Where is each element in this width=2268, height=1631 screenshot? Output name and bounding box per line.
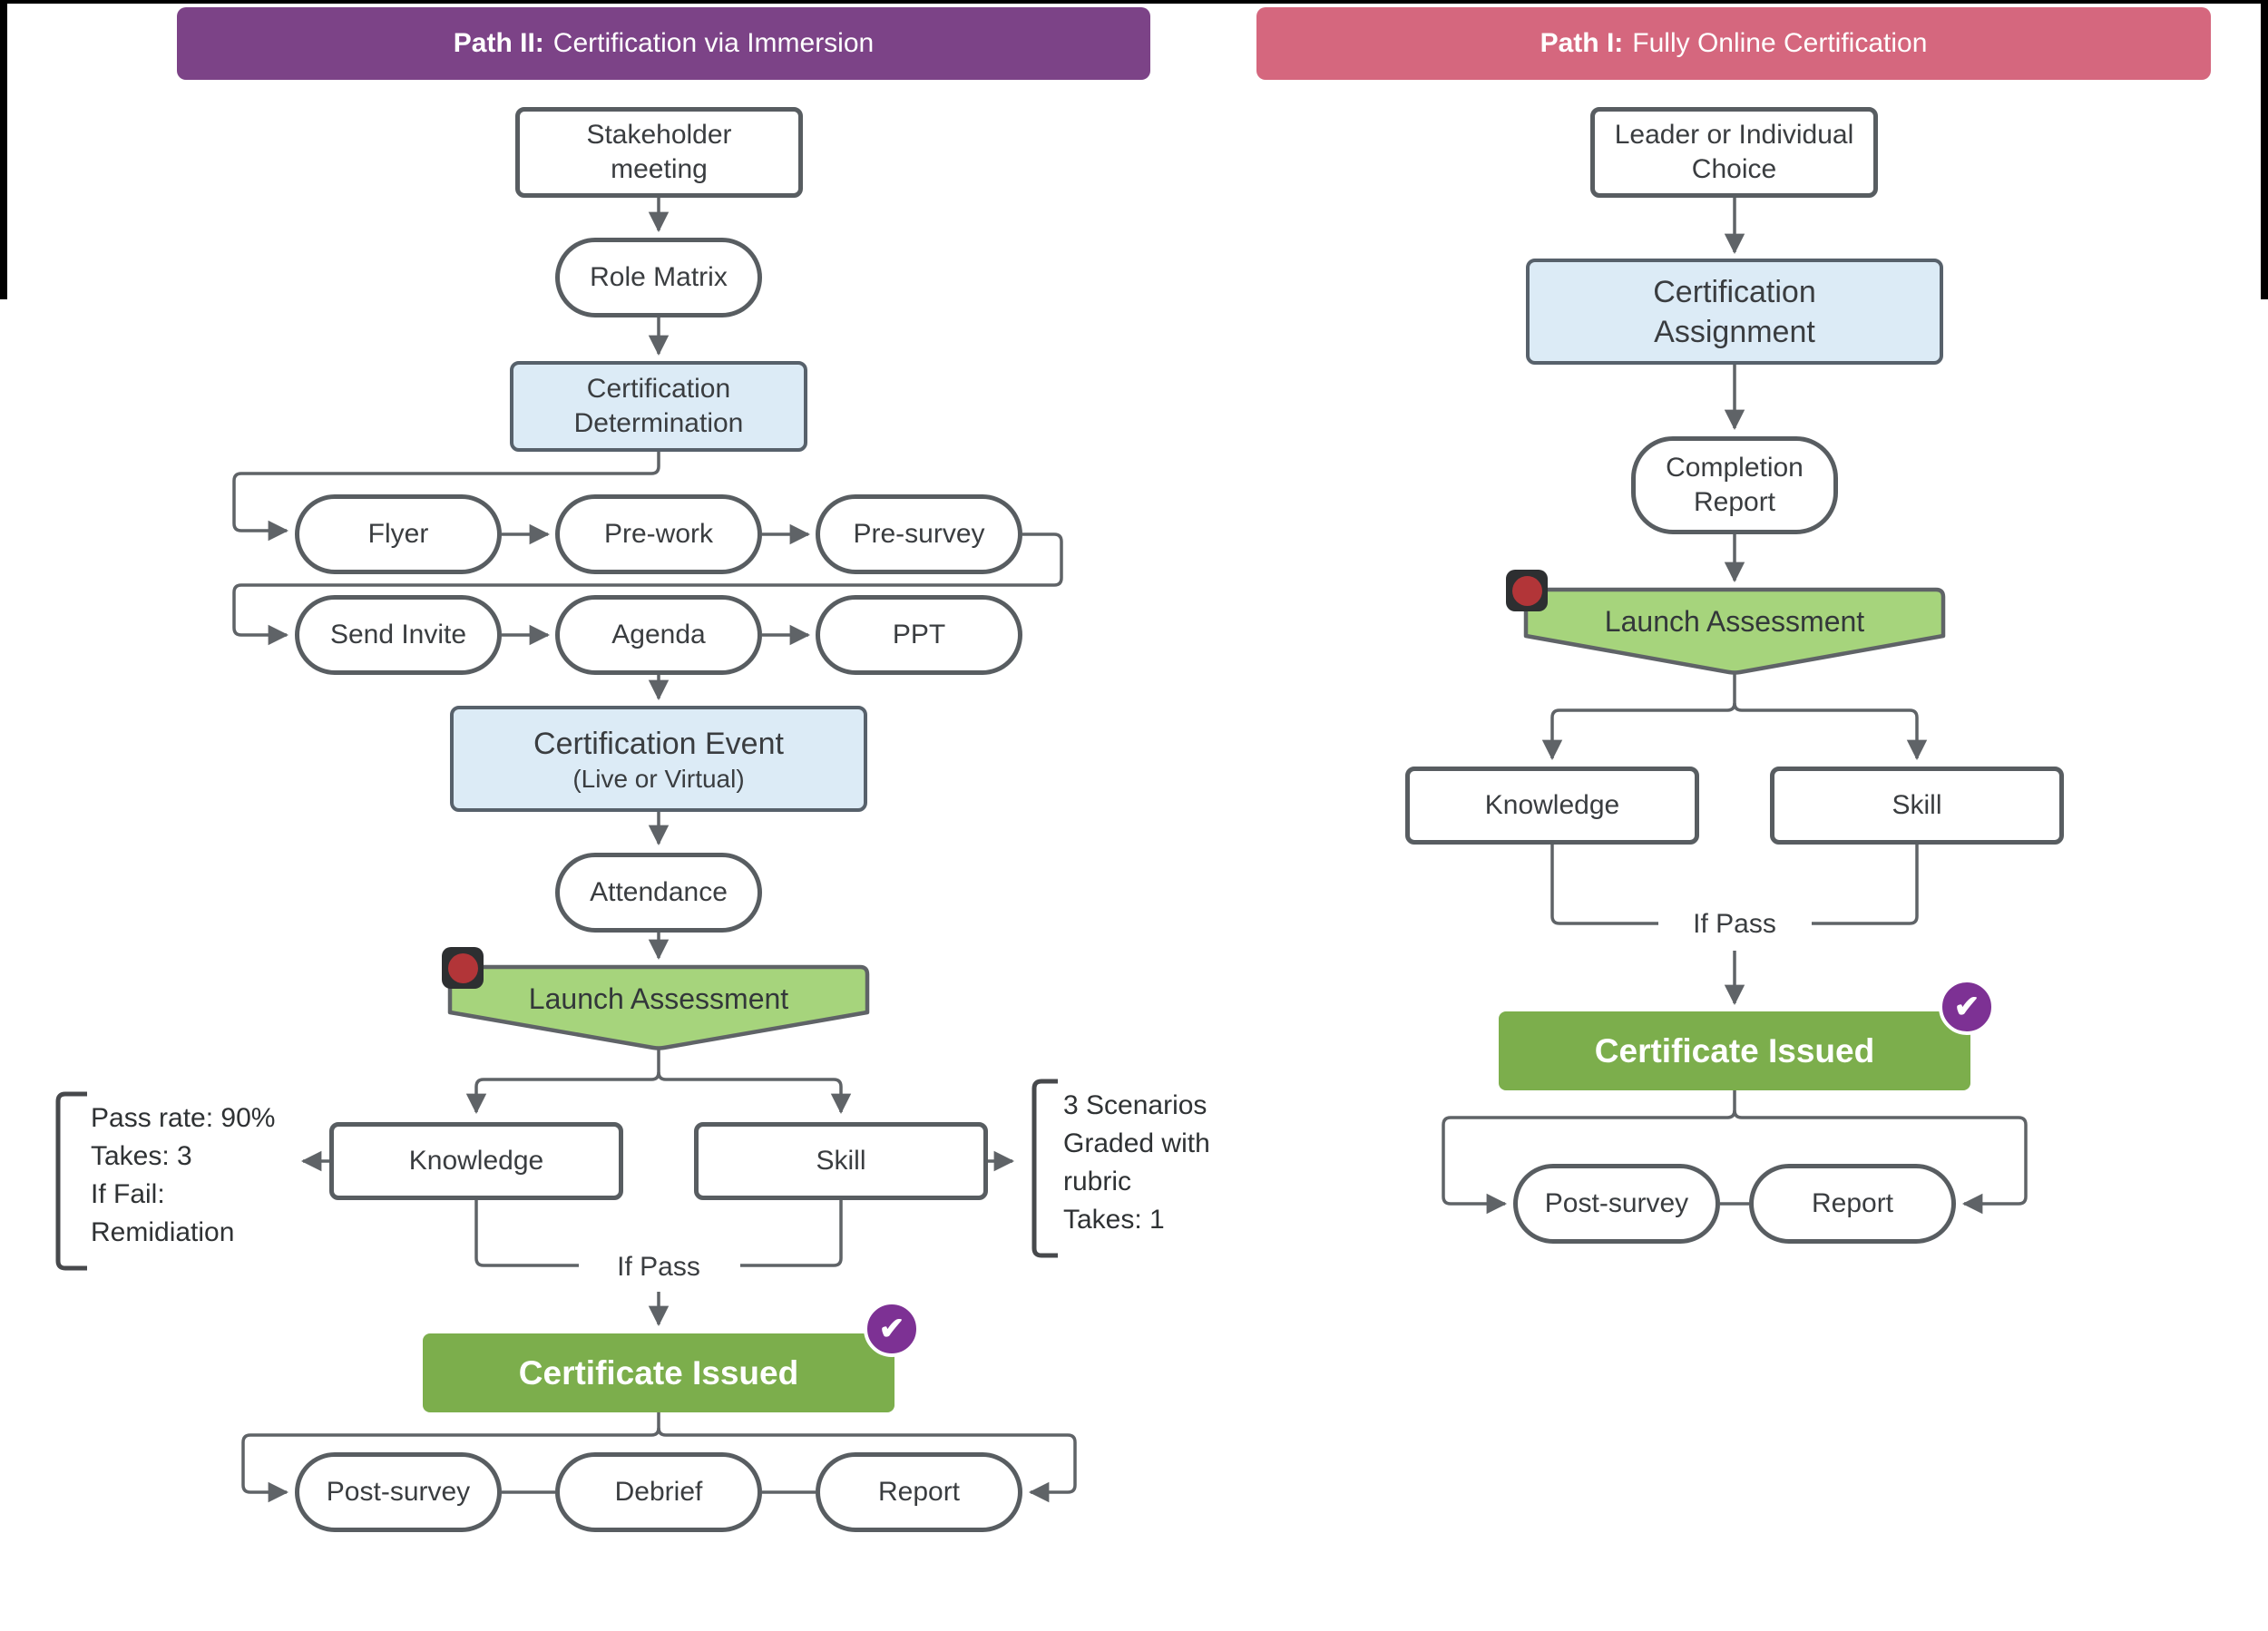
stop-dot-icon xyxy=(447,952,478,983)
stop-dot-icon xyxy=(1511,575,1542,606)
knowledge-node-right: Knowledge xyxy=(1405,767,1699,845)
completion-report-node: Completion Report xyxy=(1631,436,1838,534)
debrief-node: Debrief xyxy=(555,1452,762,1532)
skill-node-left: Skill xyxy=(694,1122,988,1200)
check-badge: ✔ xyxy=(864,1301,920,1357)
path2-header-title: Certification via Immersion xyxy=(552,28,875,58)
if-pass-label-right: If Pass xyxy=(1666,907,1804,942)
certification-determination-node: Certification Determination xyxy=(510,361,807,452)
path1-header-title: Fully Online Certification xyxy=(1632,28,1928,58)
check-icon: ✔ xyxy=(1953,990,1980,1024)
launch-assessment-label-right: Launch Assessment xyxy=(1604,604,1865,638)
skill-note: 3 Scenarios Graded with rubric Takes: 1 xyxy=(1063,1090,1210,1235)
leader-choice-node: Leader or Individual Choice xyxy=(1590,107,1878,198)
path2-header-prefix: Path II: xyxy=(453,28,544,58)
top-border-line xyxy=(0,0,2268,4)
certification-assignment-node: Certification Assignment xyxy=(1526,259,1943,365)
stop-icon xyxy=(442,947,484,989)
flyer-node: Flyer xyxy=(295,494,502,574)
skill-node-right: Skill xyxy=(1770,767,2064,845)
left-note-bracket xyxy=(55,1091,87,1271)
check-icon: ✔ xyxy=(878,1312,905,1346)
role-matrix-node: Role Matrix xyxy=(555,238,762,317)
left-border-bar xyxy=(0,0,7,299)
post-survey-node-right: Post-survey xyxy=(1513,1164,1720,1244)
certificate-issued-node-left: Certificate Issued xyxy=(423,1333,894,1412)
if-pass-label-left: If Pass xyxy=(590,1250,728,1284)
pre-work-node: Pre-work xyxy=(555,494,762,574)
agenda-node: Agenda xyxy=(555,595,762,675)
report-node-left: Report xyxy=(816,1452,1022,1532)
knowledge-node-left: Knowledge xyxy=(329,1122,623,1200)
certification-event-node: Certification Event (Live or Virtual) xyxy=(450,706,867,812)
check-badge: ✔ xyxy=(1939,979,1995,1035)
launch-assessment-label-left: Launch Assessment xyxy=(528,982,789,1015)
attendance-node: Attendance xyxy=(555,853,762,933)
pre-survey-node: Pre-survey xyxy=(816,494,1022,574)
certificate-issued-node-right: Certificate Issued xyxy=(1499,1011,1970,1090)
send-invite-node: Send Invite xyxy=(295,595,502,675)
right-note-bracket xyxy=(1031,1079,1058,1258)
path1-header: Path I: Fully Online Certification xyxy=(1256,7,2211,80)
right-border-bar xyxy=(2261,0,2268,299)
path1-header-prefix: Path I: xyxy=(1540,28,1624,58)
report-node-right: Report xyxy=(1749,1164,1956,1244)
ppt-node: PPT xyxy=(816,595,1022,675)
knowledge-note: Pass rate: 90% Takes: 3 If Fail: Remidia… xyxy=(91,1103,276,1247)
post-survey-node-left: Post-survey xyxy=(295,1452,502,1532)
stop-icon xyxy=(1506,570,1548,611)
path2-header: Path II: Certification via Immersion xyxy=(177,7,1150,80)
stakeholder-meeting-node: Stakeholder meeting xyxy=(515,107,803,198)
